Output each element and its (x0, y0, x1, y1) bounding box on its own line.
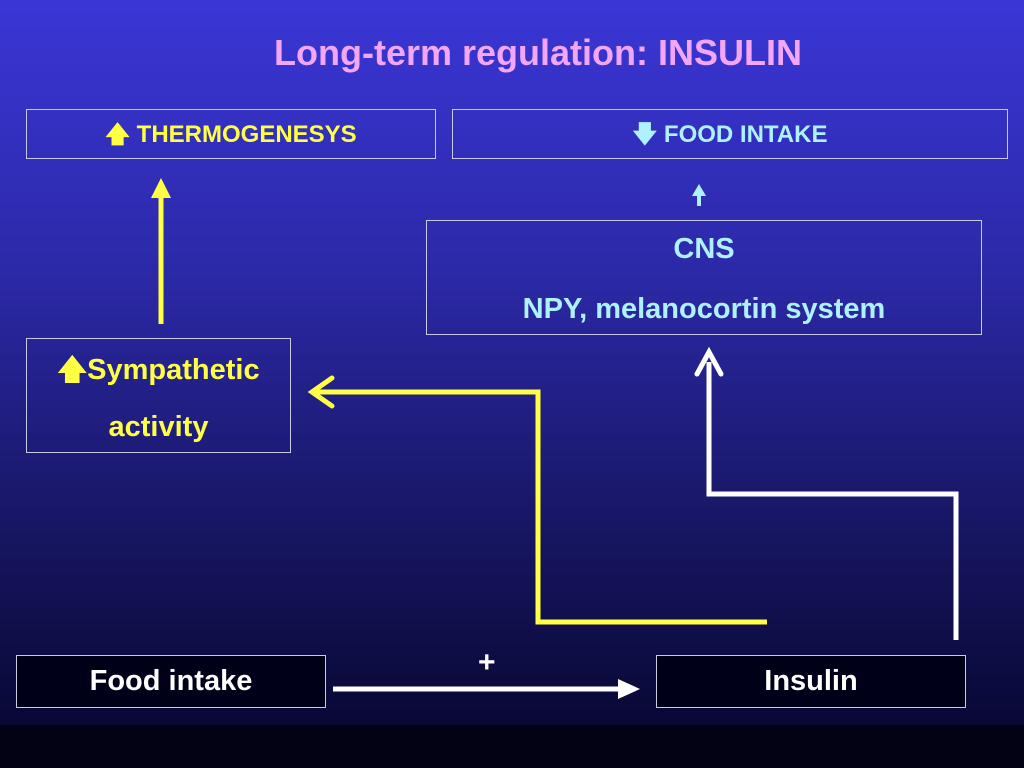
thermogenesis-box: 🡅 THERMOGENESYS (26, 109, 436, 159)
insulin-label: Insulin (764, 665, 858, 697)
insulin-to-cns-arrow (694, 346, 959, 640)
sympathetic-to-thermogenesis-arrow (151, 178, 171, 324)
food-intake-label: Food intake (89, 665, 253, 697)
cns-systems-label: NPY, melanocortin system (522, 293, 886, 325)
down-arrow-icon: 🡇 (632, 120, 658, 148)
food-intake-to-insulin-arrow (333, 679, 640, 699)
cns-to-food-intake-arrow (692, 184, 706, 206)
insulin-to-sympathetic-arrow (307, 375, 767, 625)
food-intake-outcome-box: 🡇 FOOD INTAKE (452, 109, 1008, 159)
insulin-box: Insulin (656, 655, 966, 708)
thermogenesis-label: THERMOGENESYS (136, 121, 357, 148)
page-title: Long-term regulation: INSULIN (274, 32, 802, 73)
footer-band (0, 725, 1024, 768)
sympathetic-activity-box: 🡅Sympathetic activity (26, 338, 291, 453)
sympathetic-line1: 🡅Sympathetic (27, 349, 290, 398)
food-intake-outcome-label: FOOD INTAKE (663, 121, 828, 148)
cns-box: CNS NPY, melanocortin system (426, 220, 982, 335)
food-intake-box: Food intake (16, 655, 326, 708)
sympathetic-label: Sympathetic (87, 354, 260, 386)
up-arrow-icon: 🡅 (57, 352, 88, 386)
up-arrow-icon: 🡅 (105, 120, 130, 148)
cns-label: CNS (673, 233, 735, 265)
positive-effect-label: + (478, 646, 496, 679)
activity-label: activity (108, 411, 209, 443)
